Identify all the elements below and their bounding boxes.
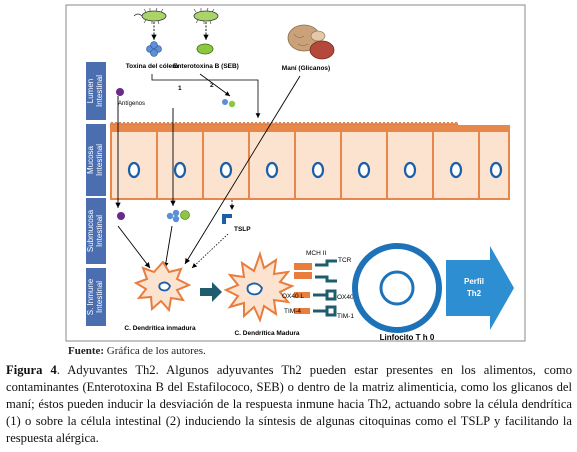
layer-label-immune: S. Inmune Intestinal [86,268,106,326]
source-prefix: Fuente: [68,345,105,357]
mhc-label: MCH II [306,250,326,257]
th2-profile-arrow [446,246,514,330]
svg-text:Intestinal: Intestinal [95,75,104,107]
tim1-label: TIM-1 [337,313,354,320]
profile-label-line2: Th2 [467,289,482,298]
svg-text:Lumen: Lumen [86,79,95,103]
svg-text:Mucosa: Mucosa [86,145,95,174]
enterotoxin-label: Enterotoxina B (SEB) [173,63,239,70]
vibrio-bacteria-icon [133,7,167,25]
lymphocyte-label: Linfocito T h 0 [380,333,435,342]
ox40-label: OX40 [337,294,354,301]
tim4-label: TIM-4 [284,308,301,315]
peanut-label: Maní (Glicanos) [282,65,330,72]
caption-prefix: Figura 4 [6,363,57,377]
layer-label-mucosa: Mucosa Intestinal [86,124,106,196]
toxin-small-icon [222,99,228,105]
cholera-toxin-icon [146,41,162,57]
toxins-submucosa-icon [166,209,190,223]
receptor-pairs [294,259,337,317]
figure-source: Fuente: Gráfica de los autores. [68,345,206,357]
svg-text:Intestinal: Intestinal [95,144,104,176]
mature-dc-label: C. Dendrítica Madura [234,330,299,337]
maturation-arrow [200,282,222,302]
antigen-submucosa-icon [117,212,125,220]
immature-dendritic-cell [133,260,192,313]
tcr-label: TCR [338,257,352,264]
lymphocyte-th0 [352,243,442,333]
svg-text:Submucosa: Submucosa [86,209,95,252]
immature-dc-label: C. Dendrítica inmadura [124,325,196,332]
caption-text: . Adyuvantes Th2. Algunos adyuvantes Th2… [6,363,572,445]
cholera-toxin-label: Toxina del cólera [126,63,179,70]
seb-small-icon [228,100,236,108]
layer-label-submucosa: Submucosa Intestinal [86,198,106,264]
antigen-label: Antígenos [118,101,145,107]
antigen-icon [116,88,124,96]
svg-text:Intestinal: Intestinal [95,215,104,247]
enterotoxin-icon [196,43,214,55]
figure-caption: Figura 4. Adyuvantes Th2. Algunos adyuva… [6,362,572,447]
route-1-label: 1 [178,85,182,92]
layer-label-lumen: Lumen Intestinal [86,62,106,120]
peanut-icon [287,24,335,60]
source-text: Gráfica de los autores. [104,345,206,357]
tslp-label: TSLP [234,226,251,233]
profile-label-line1: Perfil [464,277,484,286]
tslp-icon [222,214,232,224]
svg-text:Intestinal: Intestinal [95,281,104,313]
route-2-label: 2 [210,82,214,89]
staphylococcus-bacteria-icon [193,7,219,25]
intestinal-epithelium [109,121,510,200]
ox40l-label: OX40 L [282,293,304,300]
mature-dendritic-cell [223,250,295,323]
svg-text:S. Inmune: S. Inmune [86,278,95,315]
